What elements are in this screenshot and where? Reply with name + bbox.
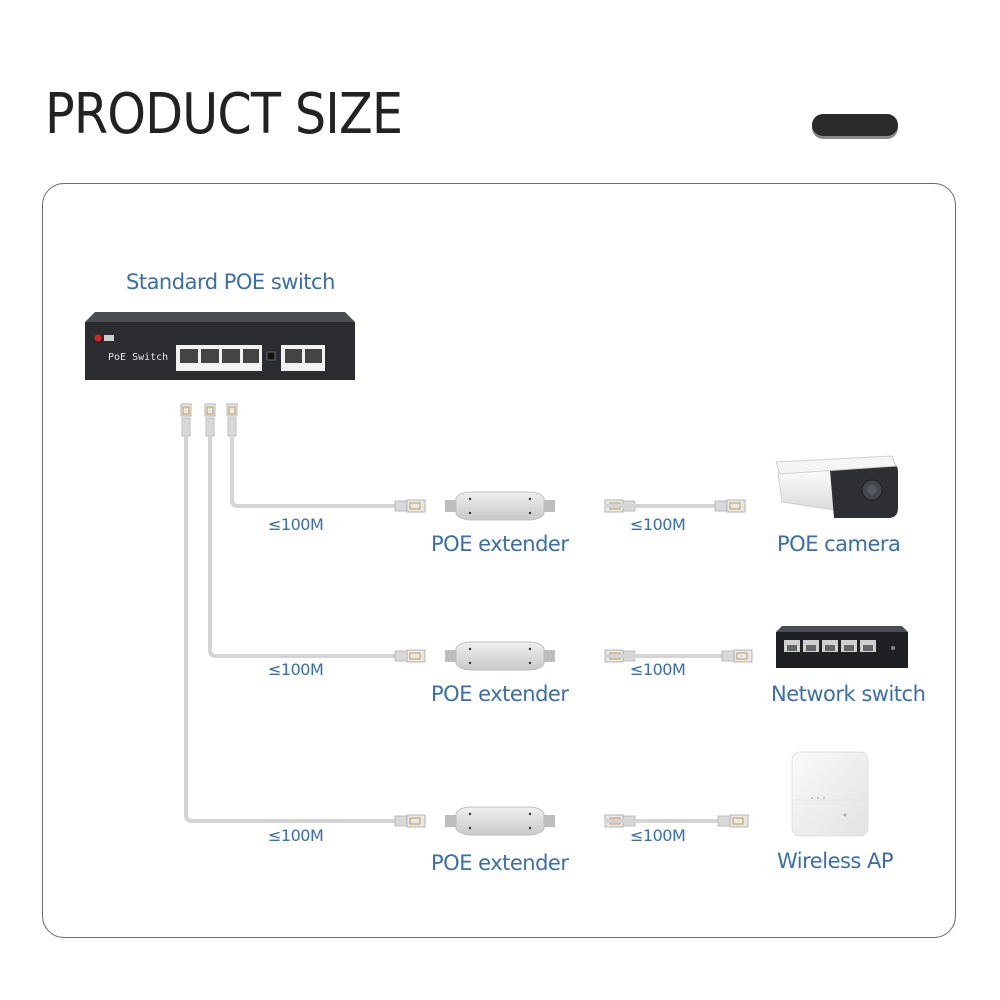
pill-bar-decoration <box>812 114 898 136</box>
distance-right-label: ≤100M <box>630 515 686 534</box>
device-label: POE camera <box>777 532 901 556</box>
distance-right-label: ≤100M <box>630 660 686 679</box>
switch-device-text: PoE Switch <box>108 352 168 363</box>
device-label: Wireless AP <box>777 849 894 873</box>
bullet-camera-icon <box>775 455 898 518</box>
distance-left-label: ≤100M <box>268 826 324 845</box>
wireless-ap-icon <box>791 751 869 837</box>
distance-left-label: ≤100M <box>268 660 324 679</box>
device-label: Network switch <box>771 682 926 706</box>
row-switch-chain <box>394 641 753 671</box>
page-title: PRODUCT SIZE <box>45 82 403 147</box>
extender-label: POE extender <box>431 532 569 556</box>
network-switch-icon <box>776 626 908 668</box>
extender-label: POE extender <box>431 851 569 875</box>
trunk-cables <box>184 436 395 823</box>
extender-label: POE extender <box>431 682 569 706</box>
distance-right-label: ≤100M <box>630 826 686 845</box>
row-camera-chain <box>394 491 746 521</box>
poe-switch-icon <box>85 312 355 380</box>
row-ap-chain <box>394 806 749 836</box>
distance-left-label: ≤100M <box>268 515 324 534</box>
cable-plugs <box>180 403 238 437</box>
source-label: Standard POE switch <box>126 270 335 294</box>
